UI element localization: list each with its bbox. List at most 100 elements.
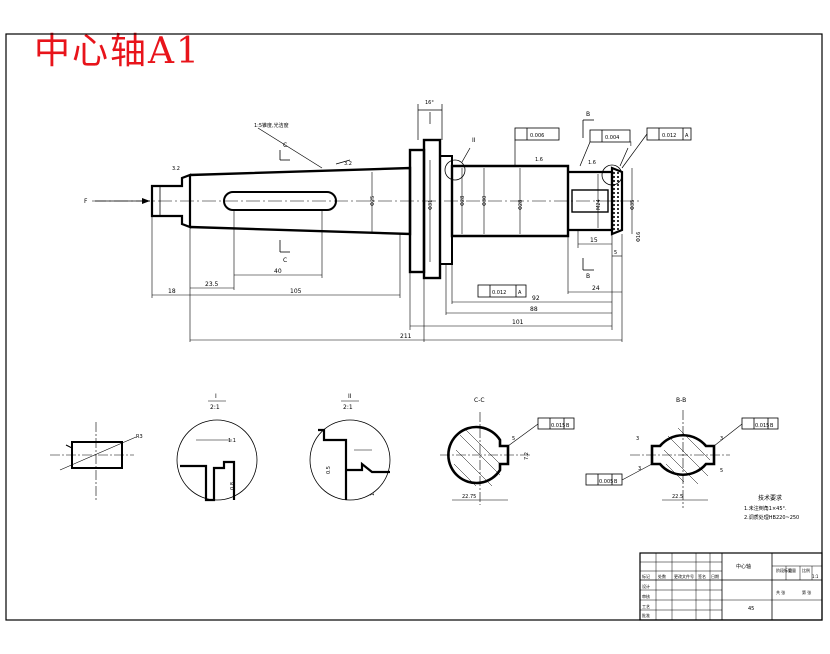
- tb-cell: 1:1: [812, 574, 819, 579]
- detail-i-circle: [601, 164, 623, 186]
- tb-cell: 批准: [642, 612, 650, 618]
- roughness-label: 1.6: [588, 160, 596, 166]
- section-cc-view: C-C 0.015 B 22.75 7.2 5: [440, 397, 575, 505]
- title-block-text: 中心轴 45 标记 处数 更改文件号 签名 日期 设计 审核 工艺 批准 阶段标…: [642, 563, 819, 618]
- angle-label: 16°: [425, 100, 434, 106]
- tb-part-name: 中心轴: [736, 563, 751, 570]
- detail-ii-circle: [444, 159, 466, 181]
- drawing-title: 中心轴A1: [34, 31, 201, 72]
- detail-ii-dim: 1: [370, 493, 376, 496]
- detail-ii-title: II: [348, 393, 352, 400]
- section-bb-dim: 3: [720, 436, 723, 442]
- tol-value: 0.004: [605, 135, 619, 141]
- tb-material: 45: [748, 606, 754, 612]
- tol-value: 0.006: [530, 133, 544, 139]
- main-shaft-view: [92, 104, 692, 342]
- section-bb-dim: 5: [720, 468, 723, 474]
- detail-i-title: I: [215, 393, 217, 400]
- tol-frame-runout: [589, 129, 631, 143]
- dim-label: 105: [290, 288, 302, 295]
- section-bb-dim: 3: [638, 466, 641, 472]
- tech-line: 1.未注倒角1×45°.: [744, 505, 787, 512]
- tol-datum: B: [614, 479, 618, 485]
- key-dim-label: R3: [136, 434, 143, 440]
- section-c-label: C: [283, 257, 287, 264]
- title-block: [639, 552, 823, 621]
- tb-cell: 处数: [658, 573, 666, 579]
- section-c-label: C: [283, 142, 287, 149]
- dim-label: 101: [512, 319, 524, 326]
- tol-value: 0.012: [662, 133, 676, 139]
- tol-datum: A: [518, 290, 522, 296]
- tol-frame-bottom: [477, 284, 527, 298]
- section-b-label: B: [586, 111, 590, 118]
- dim-diameter: Φ16: [636, 232, 642, 242]
- detail-i-view: I 2:1 1.1 0.8: [176, 393, 258, 502]
- detail-ii-view: II 2:1 0.5 1: [309, 393, 391, 501]
- tech-title: 技术要求: [758, 494, 782, 502]
- dim-diameter: Φ25: [370, 196, 376, 206]
- arrow-f-label: F: [84, 198, 88, 205]
- dim-label: 92: [532, 295, 540, 302]
- section-cc-title: C-C: [474, 397, 485, 404]
- drawing-frame: [5, 33, 823, 621]
- tb-cell: 工艺: [642, 604, 650, 609]
- tol-datum: B: [770, 423, 774, 429]
- dim-label: 40: [274, 268, 282, 275]
- tb-cell: 签名: [698, 573, 706, 579]
- dim-label: 88: [530, 306, 538, 313]
- dim-diameter: M24: [596, 199, 602, 210]
- taper-note: 1:5锥度,光洁度: [254, 122, 289, 129]
- thread-end: [610, 166, 624, 236]
- key-profile-view: R3: [50, 422, 143, 500]
- detail-i-scale: 2:1: [210, 404, 220, 411]
- tol-value: 0.012: [492, 290, 506, 296]
- section-bb-title: B-B: [676, 397, 686, 404]
- tech-requirements: 技术要求 1.未注倒角1×45°. 2.调质处理HB220~250: [744, 494, 799, 521]
- keyway-slot: [223, 191, 337, 211]
- roughness-label: 3.2: [172, 166, 180, 172]
- flange-collar-3: [439, 155, 453, 265]
- tb-cell: 第 张: [802, 589, 811, 595]
- section-bb-dim: 3: [636, 436, 639, 442]
- tb-cell: 审核: [642, 593, 650, 599]
- tol-value: 0.015: [551, 423, 565, 429]
- dim-diameter: Φ30: [482, 196, 488, 206]
- tb-cell: 更改文件号: [674, 573, 694, 579]
- roughness-label: 3.2: [344, 161, 352, 167]
- section-b-label: B: [586, 273, 590, 280]
- tol-frame-perp: [514, 127, 560, 141]
- section-cc-dim: 5: [512, 436, 515, 442]
- dim-diameter: Φ31: [428, 200, 434, 210]
- detail-ii-dim: 0.5: [326, 466, 332, 474]
- tb-cell: 设计: [642, 583, 650, 589]
- detail-i-dim: 1.1: [228, 438, 236, 444]
- tb-cell: 阶段标记: [776, 567, 792, 573]
- dim-label: 211: [400, 333, 412, 340]
- dim-diameter: Φ28: [518, 200, 524, 210]
- tol-value: 0.005: [599, 479, 613, 485]
- dim-label: 24: [592, 285, 600, 292]
- thread-hole: [571, 189, 609, 213]
- section-bb-view: B-B 0.015 B 0.005 B 22.5 3 3 3 5: [585, 397, 779, 508]
- tb-cell: 比例: [802, 567, 810, 573]
- tb-cell: 共 张: [776, 589, 785, 595]
- section-cc-dim: 22.75: [462, 494, 476, 500]
- detail-i-tag: I: [630, 141, 632, 148]
- detail-i-dim: 0.8: [230, 482, 236, 490]
- f-arrow-head: [142, 198, 150, 204]
- detail-ii-tag: II: [472, 137, 476, 144]
- tol-value: 0.015: [755, 423, 769, 429]
- main-view-labels: 1:5锥度,光洁度 F 3.2 3.2 1.6 1.6 C C B B II I…: [84, 100, 689, 340]
- tol-datum: B: [566, 423, 570, 429]
- dim-diameter: Φ35: [630, 200, 636, 210]
- dim-label: 23.5: [205, 281, 219, 288]
- section-cc-dim: 7.2: [524, 452, 530, 460]
- section-bb-dim: 22.5: [672, 494, 683, 500]
- tb-cell: 标记: [642, 573, 650, 579]
- detail-ii-scale: 2:1: [343, 404, 353, 411]
- roughness-label: 1.6: [535, 157, 543, 163]
- tb-cell: 重量: [788, 567, 796, 573]
- tech-line: 2.调质处理HB220~250: [744, 514, 799, 521]
